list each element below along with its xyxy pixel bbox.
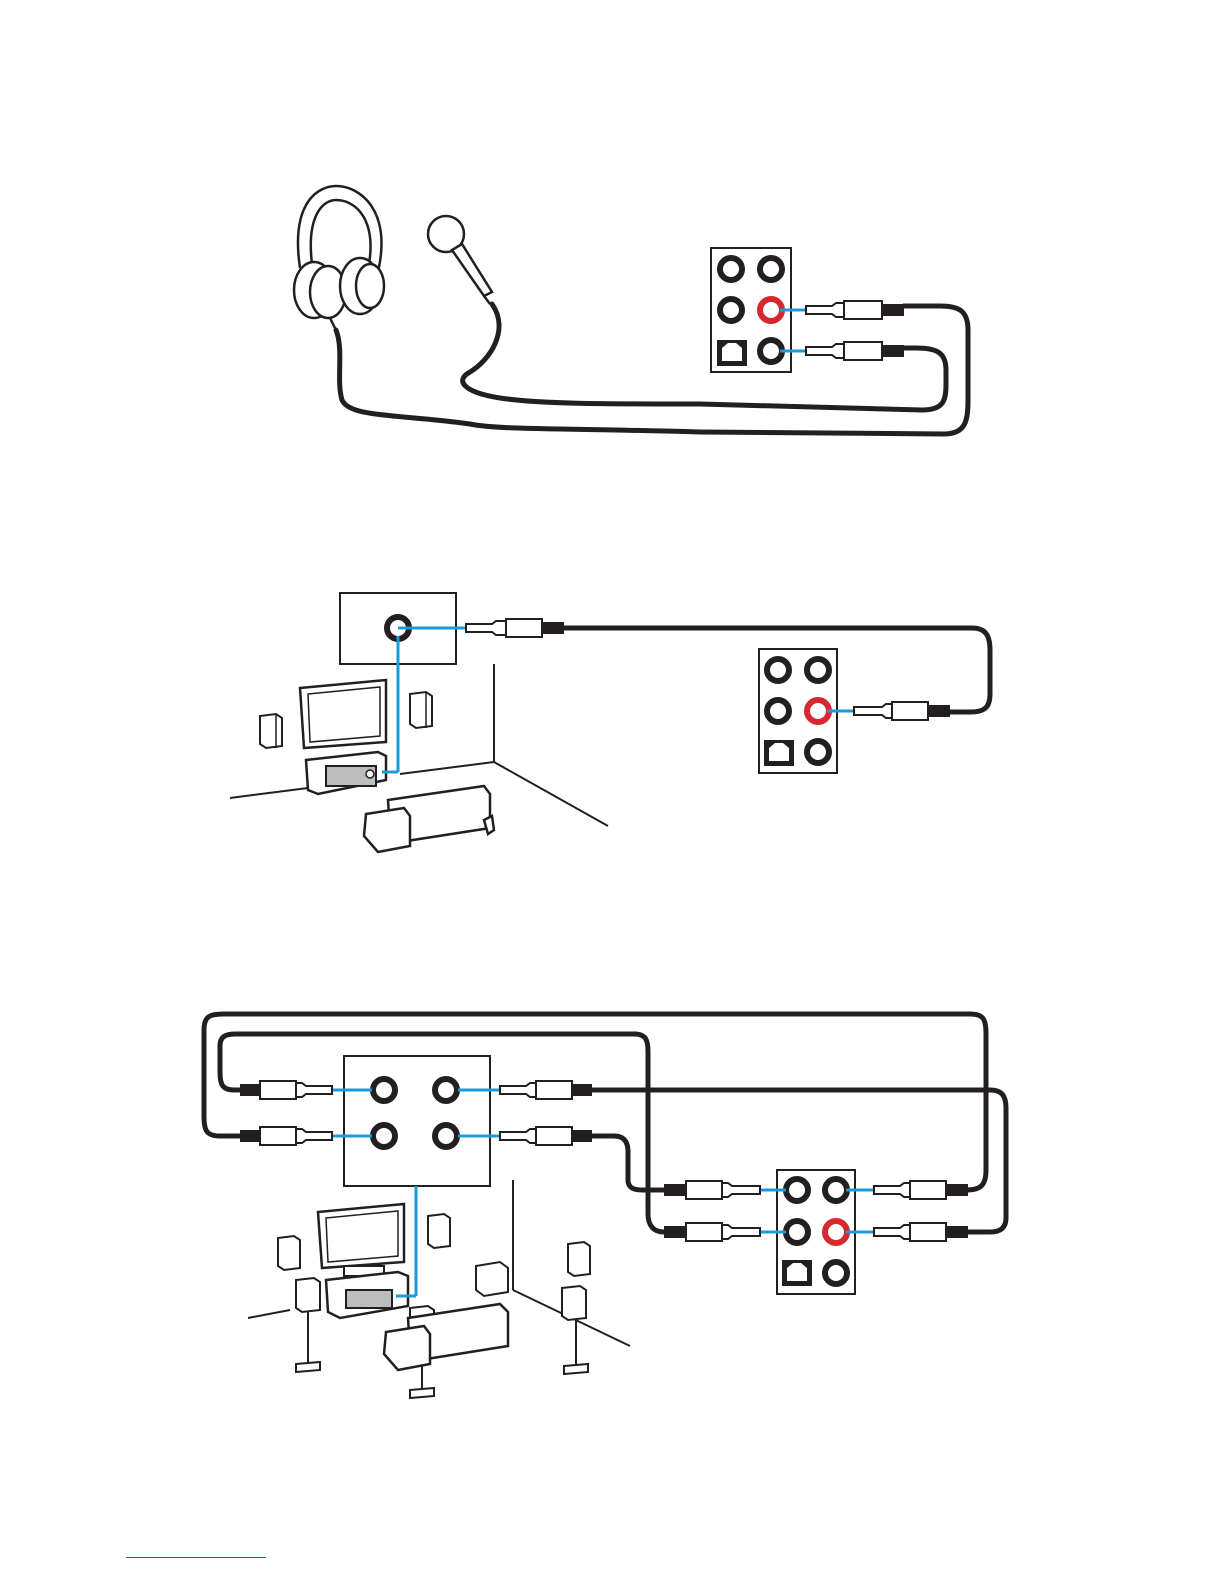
plug-icon	[874, 1181, 968, 1199]
audio-jack-panel	[711, 248, 791, 372]
cable-lines	[336, 304, 968, 434]
speaker-stand-icon	[562, 1242, 590, 1374]
speaker-icon	[278, 1236, 300, 1270]
cable-lines	[204, 1014, 1006, 1232]
line-out-jack	[760, 340, 782, 362]
amplifier-input-box	[344, 1056, 490, 1186]
plug-icon	[827, 702, 950, 720]
headphone-mic-svg	[0, 0, 1224, 470]
tv-cabinet-icon	[326, 1272, 416, 1318]
plug-icon	[664, 1223, 760, 1241]
plug-icon	[500, 1127, 592, 1145]
plug-icon	[780, 342, 904, 360]
surround-speaker-diagram	[0, 1000, 1224, 1420]
audio-jack-panel	[759, 649, 837, 773]
headphone-icon	[294, 186, 384, 330]
tv-icon	[300, 680, 386, 748]
microphone-icon	[428, 216, 492, 304]
sofa-icon	[384, 1304, 508, 1370]
plug-icon	[664, 1181, 760, 1199]
audio-jack-panel	[777, 1170, 855, 1294]
subwoofer-icon	[476, 1262, 508, 1296]
speaker-icon	[410, 692, 432, 728]
plug-icon	[500, 1081, 592, 1099]
speaker-icon	[428, 1214, 450, 1248]
plug-icon	[780, 301, 904, 319]
mic-in-jack	[760, 299, 782, 321]
footer-rule	[126, 1557, 266, 1558]
stereo-speaker-diagram	[0, 560, 1224, 880]
stereo-speaker-svg	[0, 560, 1224, 880]
speaker-stand-icon	[296, 1278, 320, 1372]
plug-icon	[240, 1127, 332, 1145]
plug-icon	[466, 619, 564, 637]
tv-icon	[318, 1204, 404, 1268]
plug-icon	[240, 1081, 332, 1099]
headphone-mic-diagram	[0, 0, 1224, 470]
plug-icon	[874, 1223, 968, 1241]
surround-speaker-svg	[0, 1000, 1224, 1420]
sofa-icon	[364, 786, 494, 852]
speaker-icon	[260, 714, 282, 748]
tv-cabinet-icon	[306, 752, 398, 794]
